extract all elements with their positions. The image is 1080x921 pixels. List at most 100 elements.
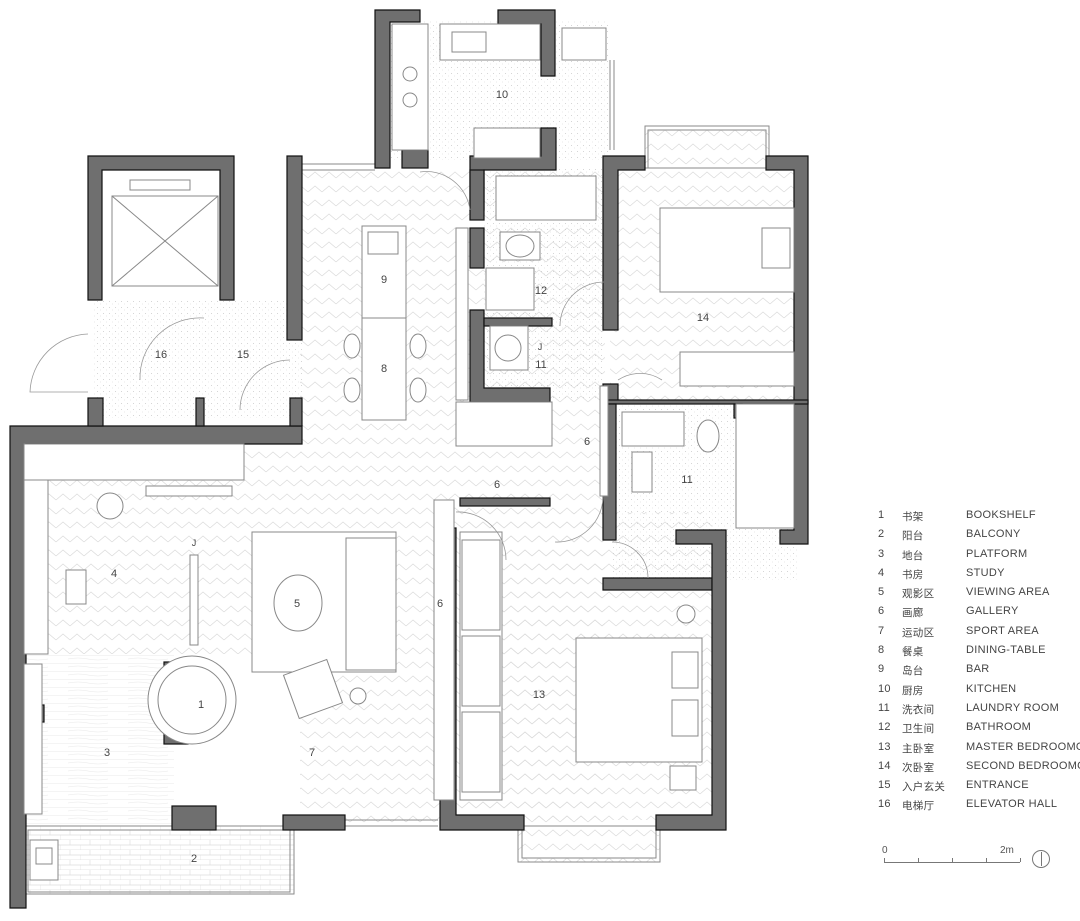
room-label: 9 bbox=[381, 274, 387, 286]
platform-floor bbox=[24, 654, 174, 824]
legend-en: BALCONY bbox=[966, 528, 1021, 541]
legend-en: LAUNDRY ROOM bbox=[966, 701, 1060, 714]
legend-zh: 入户玄关 bbox=[902, 781, 946, 794]
room-label: 8 bbox=[381, 363, 387, 375]
sofa bbox=[345, 537, 397, 671]
legend-zh: 书架 bbox=[902, 511, 924, 523]
legend-num: 8 bbox=[878, 644, 885, 657]
legend-row: 6 画廊 GALLERY bbox=[878, 605, 1078, 624]
legend-num: 6 bbox=[878, 605, 885, 618]
room-label: 4 bbox=[111, 568, 117, 580]
north-arrow-icon bbox=[1032, 850, 1050, 868]
legend-zh: 地台 bbox=[902, 549, 924, 562]
legend-zh: 餐桌 bbox=[902, 646, 924, 659]
legend-row: 8 餐桌 DINING-TABLE bbox=[878, 644, 1078, 663]
room-label: 3 bbox=[104, 747, 110, 759]
legend-en: ELEVATOR HALL bbox=[966, 798, 1058, 811]
legend-en: ENTRANCE bbox=[966, 779, 1029, 792]
legend-en: GALLERY bbox=[966, 605, 1019, 618]
legend-zh: 运动区 bbox=[902, 626, 935, 639]
room-label: 14 bbox=[697, 312, 709, 324]
room-label: 16 bbox=[155, 349, 167, 361]
round-rug bbox=[273, 574, 323, 632]
legend-en: BATHROOM bbox=[966, 721, 1032, 734]
legend-num: 2 bbox=[878, 528, 885, 541]
room-label: 12 bbox=[535, 285, 547, 297]
marker-label: J bbox=[538, 342, 543, 352]
legend-en: MASTER BEDROOMO bbox=[966, 740, 1080, 753]
room-label: 15 bbox=[237, 349, 249, 361]
scale-tick bbox=[986, 858, 987, 862]
scale-bar: 0 2m bbox=[882, 845, 1062, 871]
legend-zh: 阳台 bbox=[902, 530, 924, 543]
marker-label: J bbox=[192, 538, 197, 548]
balcony-bottom-floor bbox=[518, 826, 660, 862]
legend-num: 13 bbox=[878, 740, 891, 753]
legend-en: DINING-TABLE bbox=[966, 644, 1046, 657]
scale-start-label: 0 bbox=[882, 845, 888, 856]
legend-row: 1 书架 BOOKSHELF bbox=[878, 509, 1078, 528]
room-label: 7 bbox=[309, 747, 315, 759]
legend-zh: 厨房 bbox=[902, 684, 924, 697]
legend-num: 1 bbox=[878, 509, 885, 521]
scale-end-label: 2m bbox=[1000, 845, 1014, 856]
room-label: 2 bbox=[191, 853, 197, 865]
legend: 1 书架 BOOKSHELF 2 阳台 BALCONY 3 地台 PLATFORM 4 书房 STUD… bbox=[878, 509, 1080, 818]
legend-zh: 画廊 bbox=[902, 607, 924, 620]
legend-num: 14 bbox=[878, 759, 891, 772]
legend-row: 2 阳台 BALCONY bbox=[878, 528, 1078, 547]
legend-zh: 卫生间 bbox=[902, 723, 935, 736]
legend-en: KITCHEN bbox=[966, 682, 1017, 695]
legend-en: STUDY bbox=[966, 566, 1005, 579]
kitchen-island bbox=[361, 225, 407, 421]
legend-row: 10 厨房 KITCHEN bbox=[878, 683, 1078, 702]
legend-zh: 洗衣间 bbox=[902, 703, 935, 716]
legend-zh: 书房 bbox=[902, 568, 924, 581]
scale-tick bbox=[918, 858, 919, 862]
legend-row: 16 电梯厅 ELEVATOR HALL bbox=[878, 798, 1078, 817]
room-label: 6 bbox=[437, 598, 443, 610]
legend-row: 3 地台 PLATFORM bbox=[878, 548, 1078, 567]
scale-tick bbox=[952, 858, 953, 862]
room-label: 5 bbox=[294, 598, 300, 610]
railings bbox=[23, 60, 770, 895]
legend-en: PLATFORM bbox=[966, 547, 1028, 560]
legend-zh: 电梯厅 bbox=[902, 800, 935, 813]
legend-num: 16 bbox=[878, 798, 891, 811]
legend-zh: 主卧室 bbox=[902, 742, 935, 755]
legend-zh: 观影区 bbox=[902, 588, 935, 601]
room-label: 11 bbox=[535, 359, 546, 371]
room-label: 1 bbox=[198, 699, 204, 711]
legend-row: 4 书房 STUDY bbox=[878, 567, 1078, 586]
legend-num: 11 bbox=[878, 701, 891, 714]
room-label: 13 bbox=[533, 689, 545, 701]
room-label: 11 bbox=[681, 474, 692, 486]
legend-num: 4 bbox=[878, 566, 885, 579]
legend-en: VIEWING AREA bbox=[966, 586, 1050, 599]
legend-num: 10 bbox=[878, 682, 891, 695]
room-labels: 1 2 3 4 5 6 6 6 7 8 9 10 11 11 12 13 14 … bbox=[104, 89, 709, 865]
legend-num: 3 bbox=[878, 547, 885, 560]
scale-tick bbox=[884, 858, 885, 862]
legend-row: 13 主卧室 MASTER BEDROOMO bbox=[878, 740, 1080, 760]
legend-num: 15 bbox=[878, 779, 891, 792]
legend-en: BAR bbox=[966, 663, 990, 676]
legend-row: 11 洗衣间 LAUNDRY ROOM bbox=[878, 702, 1078, 721]
scale-line bbox=[884, 862, 1020, 863]
balcony-top-floor bbox=[645, 126, 769, 168]
scale-tick bbox=[1020, 858, 1021, 862]
furniture bbox=[23, 23, 795, 881]
legend-row: 15 入户玄关 ENTRANCE bbox=[878, 779, 1078, 798]
legend-zh: 岛台 bbox=[902, 665, 924, 678]
legend-en: SECOND BEDROOMO bbox=[966, 759, 1080, 772]
room-label: 6 bbox=[494, 479, 500, 491]
doors bbox=[29, 171, 663, 579]
legend-en: BOOKSHELF bbox=[966, 509, 1036, 521]
legend-num: 7 bbox=[878, 624, 885, 637]
legend-zh: 次卧室 bbox=[902, 761, 935, 774]
